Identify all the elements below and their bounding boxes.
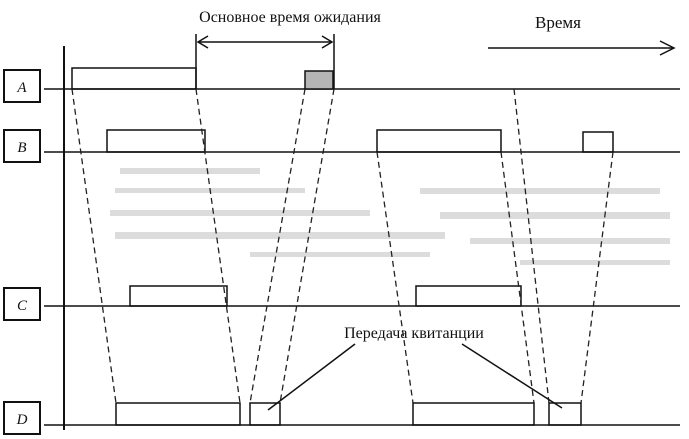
frame-b-1: [106, 129, 206, 153]
wait-interval: [195, 34, 335, 89]
scan-noise: [110, 168, 670, 265]
wait-time-label: Основное время ожидания: [199, 9, 381, 26]
frame-b-2: [376, 129, 502, 153]
node-label-a: A: [16, 80, 27, 96]
node-box-a: A: [3, 69, 41, 103]
node-label-c: C: [17, 298, 28, 314]
propagation-lines: [71, 88, 614, 404]
ack-label: Передача квитанции: [344, 325, 484, 342]
frame-d-2: [249, 402, 281, 426]
node-box-d: D: [3, 401, 41, 435]
node-label-b: B: [17, 140, 26, 156]
node-box-c: C: [3, 287, 41, 321]
frame-d-4: [548, 402, 582, 426]
frame-d-3: [412, 402, 535, 426]
node-label-d: D: [16, 412, 28, 428]
time-arrow: [488, 40, 676, 56]
frame-c-1: [129, 285, 228, 307]
time-label: Время: [535, 13, 581, 32]
frame-b-3: [582, 131, 614, 153]
node-box-b: B: [3, 129, 41, 163]
ack-pointers: [267, 343, 563, 411]
frame-a-ack: [304, 70, 334, 90]
frame-c-2: [415, 285, 522, 307]
frame-a-main: [71, 67, 197, 90]
frame-d-1: [115, 402, 241, 426]
